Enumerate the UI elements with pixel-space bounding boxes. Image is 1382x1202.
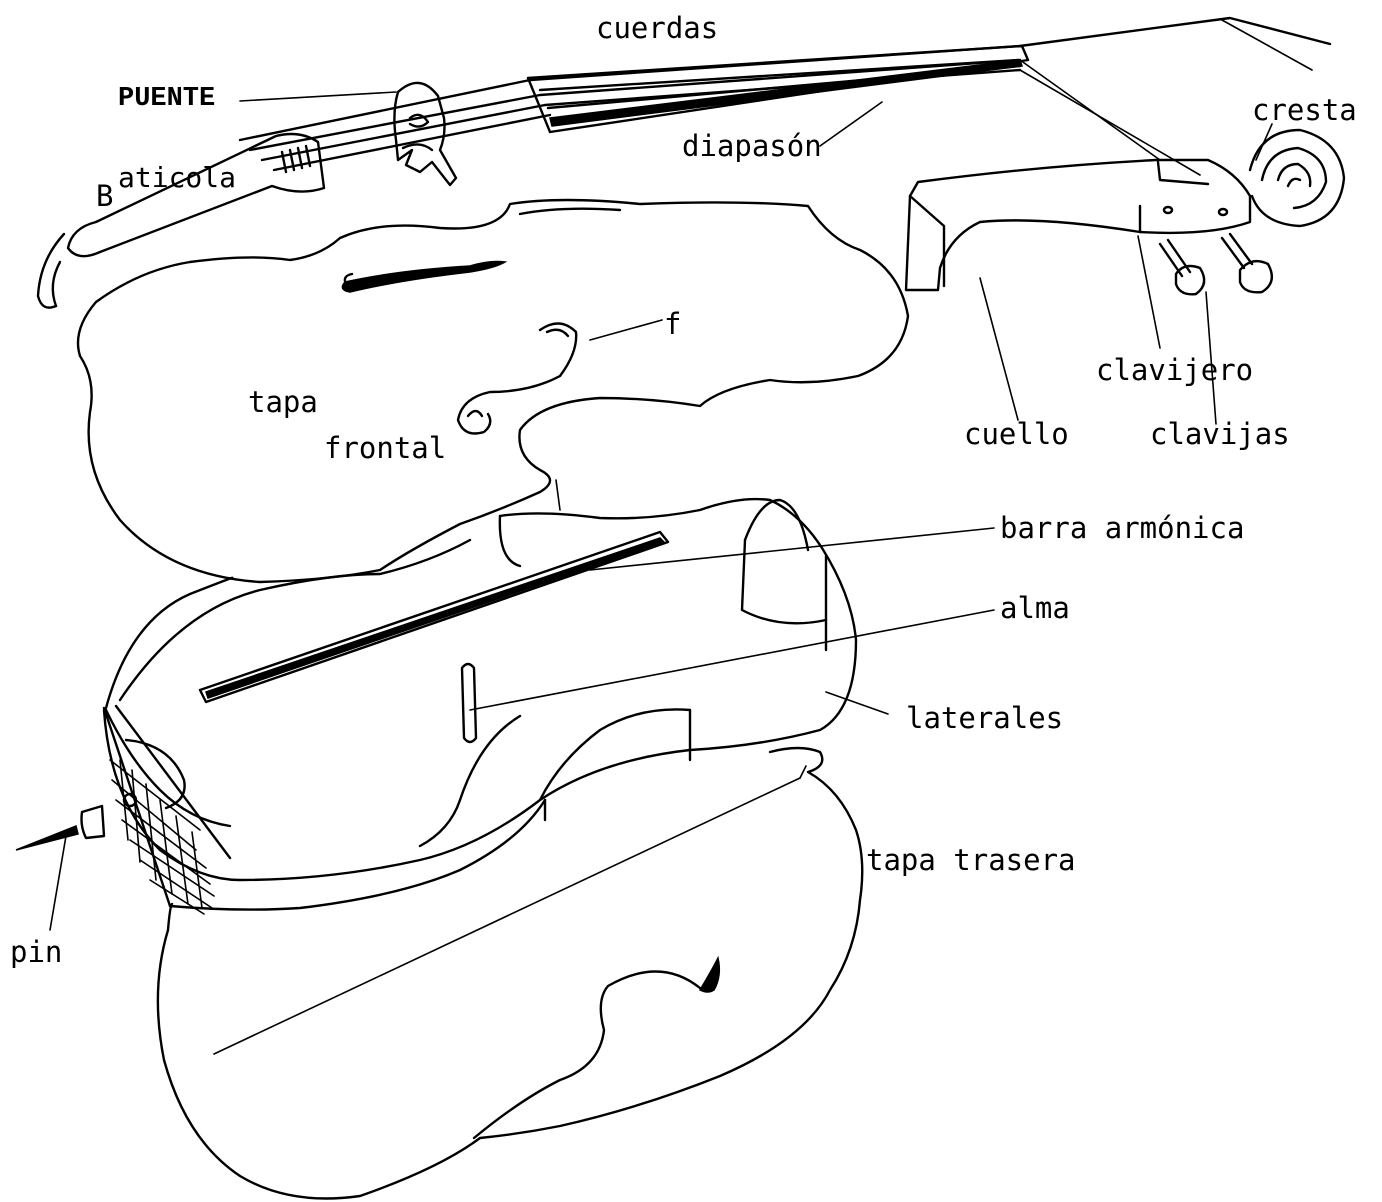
- front-top-drawing: [78, 200, 908, 582]
- label-alma: alma: [1000, 594, 1070, 623]
- neck-drawing: [906, 130, 1344, 294]
- label-clavijero: clavijero: [1096, 356, 1253, 385]
- back-plate-drawing: [158, 748, 862, 1199]
- label-baticola-initial: B: [96, 182, 113, 211]
- label-laterales: laterales: [906, 704, 1063, 733]
- label-cuello: cuello: [964, 420, 1069, 449]
- label-cuerdas: cuerdas: [596, 14, 718, 43]
- label-baticola-rest: aticola: [118, 164, 236, 192]
- ribs-drawing: [104, 480, 856, 914]
- label-cresta: cresta: [1252, 96, 1357, 125]
- label-frontal: frontal: [324, 434, 446, 463]
- label-clavijas: clavijas: [1150, 420, 1290, 449]
- label-tapa: tapa: [248, 388, 318, 417]
- label-puente: PUENTE: [118, 86, 215, 113]
- label-diapason: diapasón: [682, 132, 822, 161]
- label-f: f: [664, 310, 681, 339]
- label-pin: pin: [10, 938, 62, 967]
- label-barra-armonica: barra armónica: [1000, 514, 1244, 543]
- end-pin-drawing: [16, 806, 104, 850]
- label-tapa-trasera: tapa trasera: [866, 846, 1076, 875]
